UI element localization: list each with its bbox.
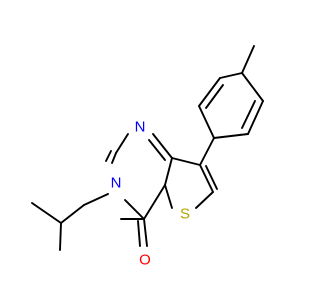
- bond: [143, 184, 166, 220]
- molecule-structure: N N S O: [31, 45, 264, 269]
- bond: [199, 164, 214, 193]
- bond: [241, 100, 256, 129]
- bond: [164, 157, 173, 186]
- atom-labels: N N S O: [107, 118, 194, 269]
- atom-label-nitrogen: N: [111, 175, 122, 192]
- bond: [115, 133, 129, 154]
- bond-lines: [31, 45, 264, 251]
- bond: [199, 137, 215, 166]
- bond: [198, 105, 215, 139]
- atom-label-oxygen: O: [139, 252, 151, 269]
- bond: [198, 77, 221, 107]
- bond: [164, 184, 173, 209]
- atom-label-nitrogen: N: [135, 119, 146, 136]
- atom-label-sulfur: S: [180, 206, 190, 223]
- bond: [31, 202, 62, 224]
- bond: [143, 218, 148, 247]
- bond: [124, 199, 145, 220]
- bond: [195, 191, 214, 209]
- bond: [205, 165, 218, 190]
- bond: [247, 100, 264, 135]
- bond: [83, 193, 109, 206]
- bond: [105, 150, 112, 162]
- bond: [241, 72, 264, 102]
- bond: [137, 220, 141, 247]
- bond: [111, 152, 117, 164]
- bond: [171, 157, 201, 166]
- bond: [148, 139, 166, 161]
- bond: [205, 84, 224, 109]
- bond: [59, 222, 62, 251]
- bond: [152, 133, 173, 159]
- bond: [60, 204, 85, 224]
- bond: [241, 45, 255, 74]
- bond: [219, 72, 243, 79]
- bond: [213, 133, 249, 139]
